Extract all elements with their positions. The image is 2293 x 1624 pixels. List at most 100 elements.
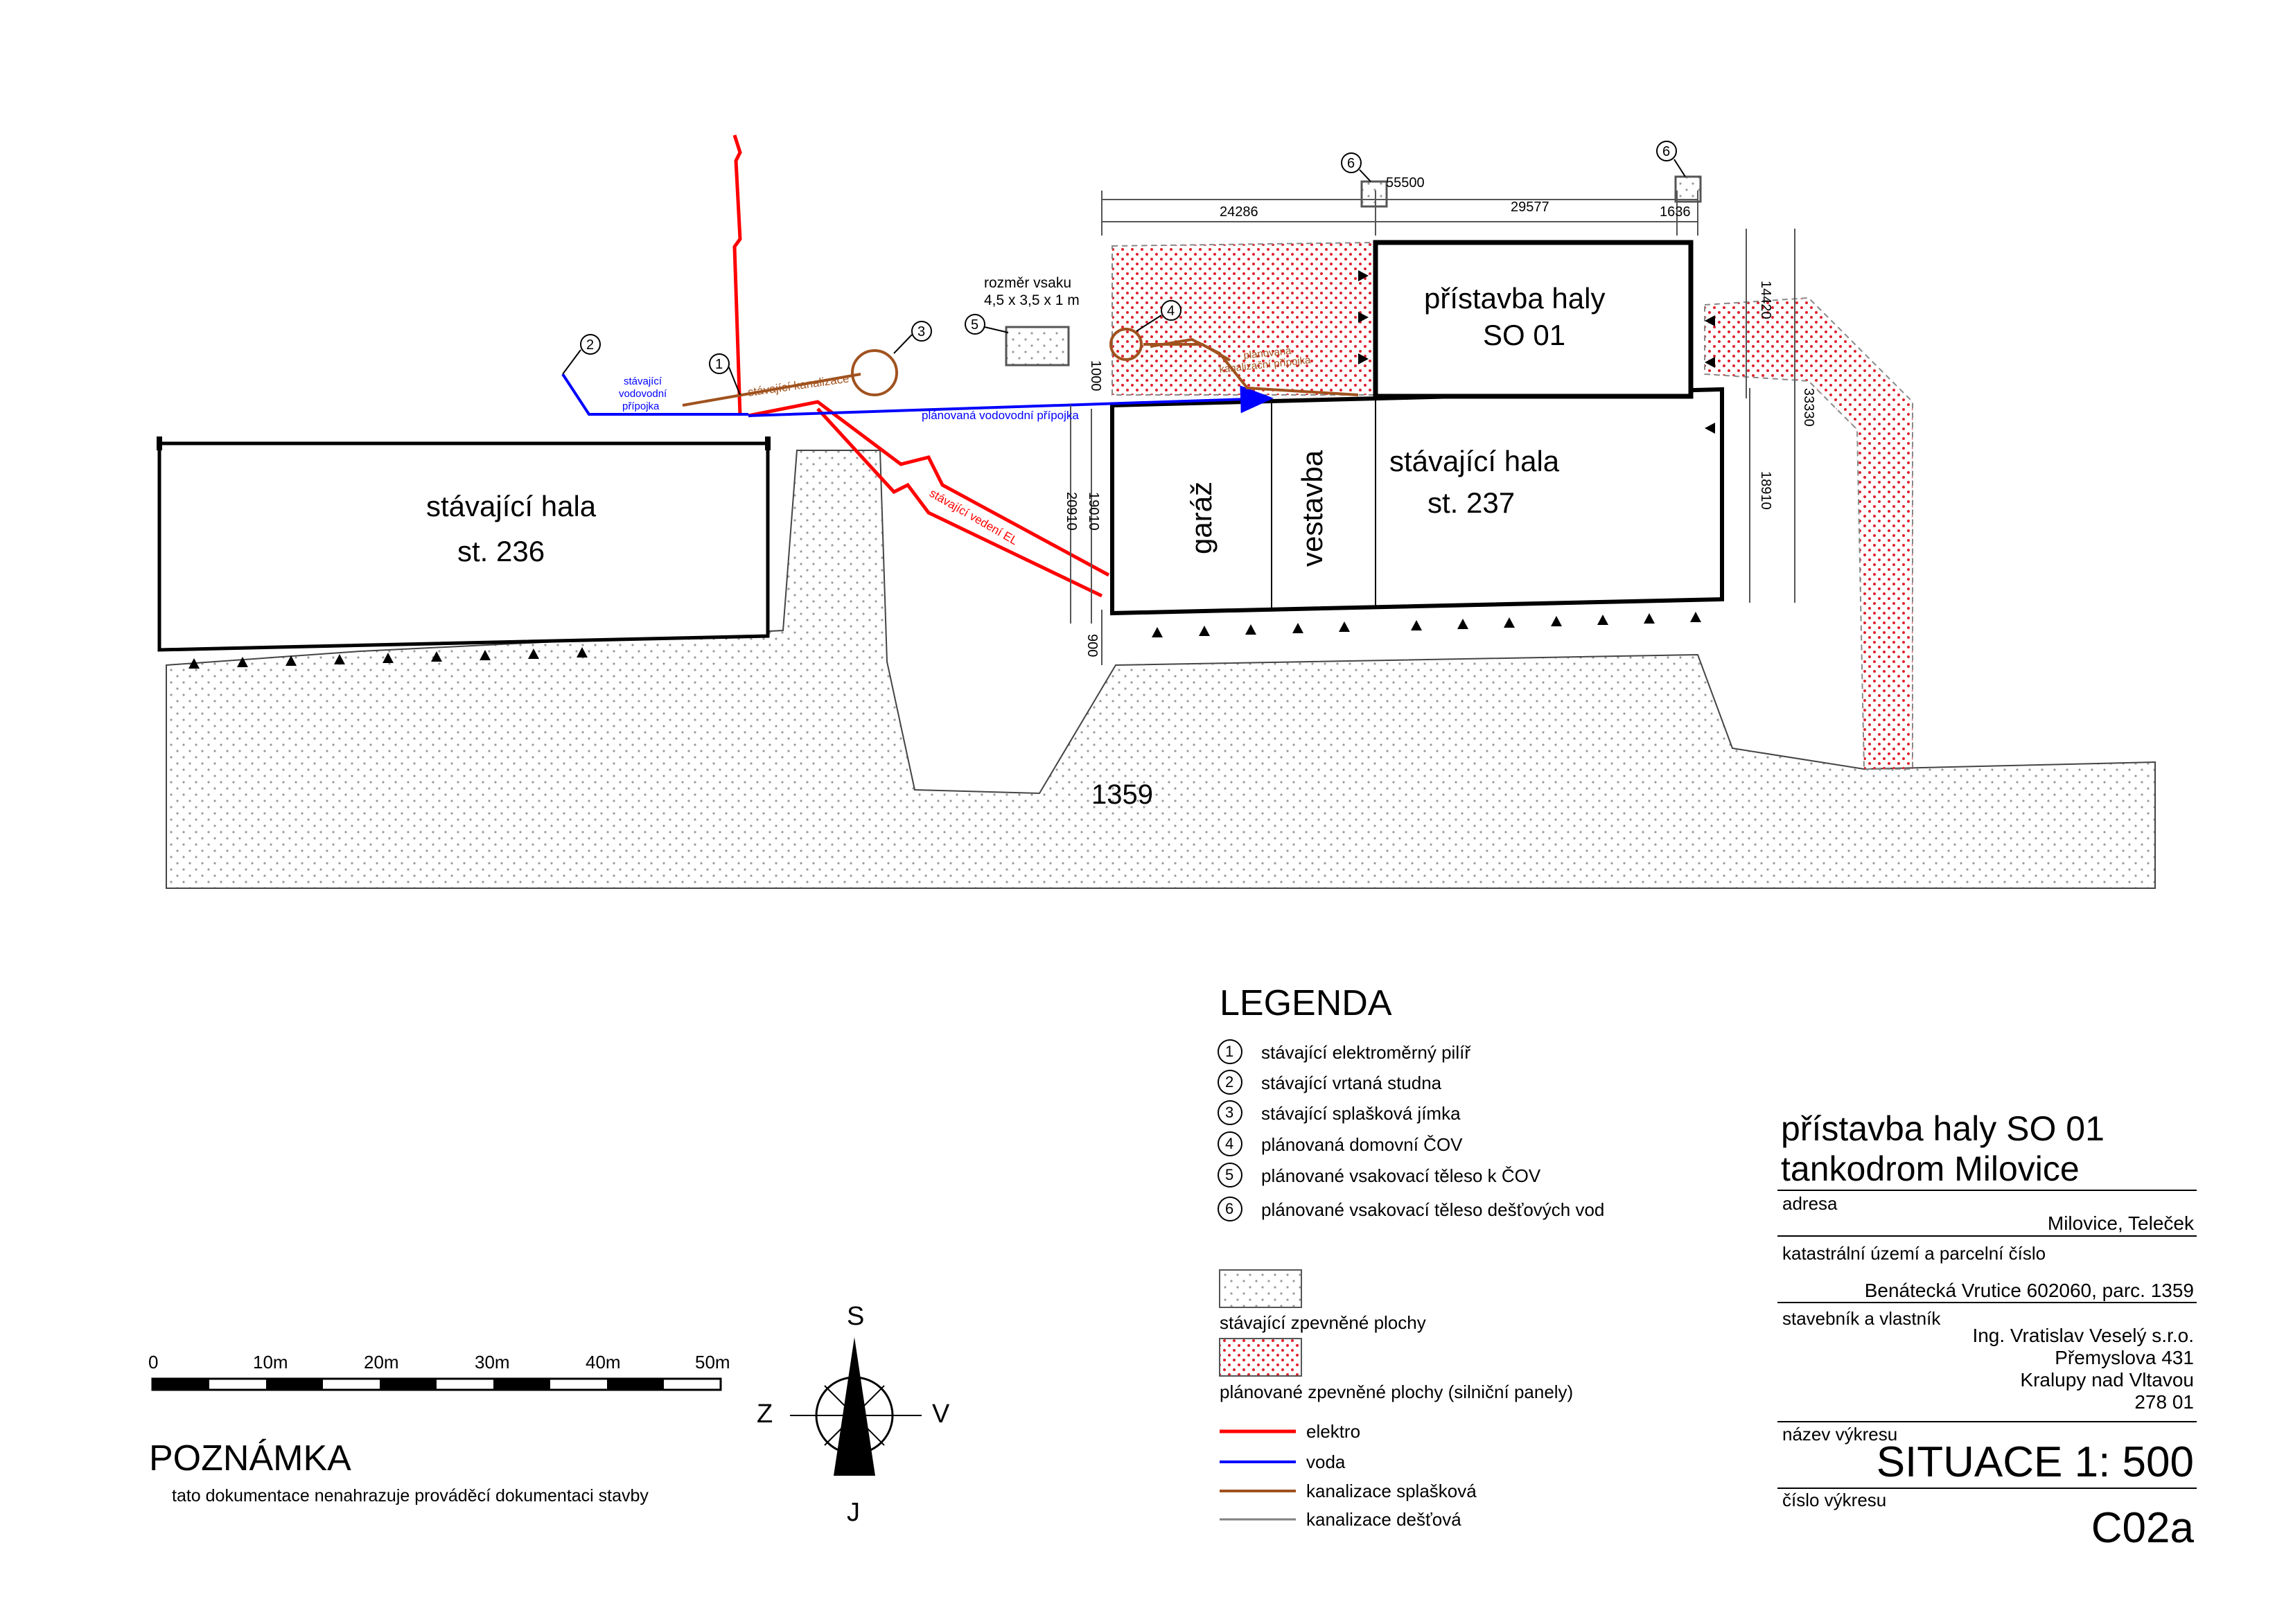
project-title-line1: přístavba haly SO 01 (1781, 1109, 2105, 1148)
scale-label-20: 20m (364, 1352, 399, 1373)
building-pristavba (1373, 240, 1694, 399)
legend-text-2: stávající vrtaná studna (1261, 1073, 1442, 1093)
dim-900: 900 (1084, 634, 1100, 657)
compass-west: Z (757, 1400, 773, 1429)
adresa-label: adresa (1782, 1193, 1838, 1214)
planned-paved-area-east (1704, 297, 1913, 770)
vodovod-label-2: vodovodní (619, 388, 667, 400)
cislo-label: číslo výkresu (1782, 1490, 1887, 1510)
legend-text-4: plánovaná domovní ČOV (1261, 1134, 1463, 1155)
stavajici-kanalizace-label: stávající kanalizace (747, 372, 850, 399)
adresa-value: Milovice, Teleček (2047, 1212, 2194, 1234)
scale-bar (151, 1377, 722, 1391)
scale-label-0: 0 (148, 1352, 158, 1373)
nazev-value: SITUACE 1: 500 (1876, 1438, 2194, 1486)
katastr-label: katastrální území a parcelní číslo (1782, 1243, 2046, 1264)
note-title: POZNÁMKA (149, 1438, 351, 1479)
nazev-label: název výkresu (1782, 1424, 1898, 1445)
title-block-lines (1777, 1190, 2197, 1489)
legend-hatch-planned (1219, 1338, 1302, 1377)
legend-num-3: 3 (1225, 1104, 1233, 1121)
dim-29577: 29577 (1511, 200, 1549, 215)
dim-18910: 18910 (1758, 471, 1773, 510)
scale-label-40: 40m (586, 1352, 621, 1373)
planovana-vodovodni-label: plánovaná vodovodní přípojka (922, 409, 1079, 422)
hala236-label1: stávající hala (426, 490, 597, 522)
stavebnik-label: stavebník a vlastník (1782, 1308, 1941, 1329)
jimka-circle (851, 349, 898, 396)
legend-hatch-existing-label: stávající zpevněné plochy (1220, 1312, 1426, 1333)
dim-1636: 1636 (1660, 204, 1691, 220)
voda-lines (561, 373, 1274, 417)
legend-text-5: plánované vsakovací těleso k ČOV (1261, 1165, 1541, 1186)
garaz-label: garáž (1185, 482, 1218, 554)
vsak-box (1005, 326, 1070, 367)
legend-num-4: 4 (1225, 1135, 1233, 1152)
rozmer-vsaku-2: 4,5 x 3,5 x 1 m (984, 292, 1080, 308)
compass-east: V (932, 1400, 950, 1429)
dimension-lines (1070, 191, 1795, 665)
legend-num-1: 1 (1225, 1043, 1233, 1060)
scale-label-50: 50m (695, 1352, 730, 1373)
cislo-value: C02a (2091, 1504, 2194, 1552)
existing-paved-area (166, 450, 2156, 889)
kanalizace-lines (682, 337, 1359, 407)
vestavba-label: vestavba (1296, 450, 1328, 567)
legend-num-5: 5 (1225, 1166, 1233, 1183)
dim-14420: 14420 (1758, 281, 1773, 319)
hala236-label2: st. 236 (457, 535, 545, 567)
compass (790, 1337, 922, 1476)
legend-number-circles (1218, 1039, 1242, 1221)
dim-19010: 19010 (1086, 492, 1101, 531)
legend-line-splaskova: kanalizace splašková (1306, 1481, 1477, 1501)
note-text: tato dokumentace nenahrazuje prováděcí d… (172, 1486, 649, 1506)
stavebnik-line2: Přemyslova 431 (2055, 1347, 2194, 1368)
compass-north: S (847, 1302, 864, 1331)
legend-title: LEGENDA (1220, 983, 1392, 1023)
pristavba-label2: SO 01 (1483, 319, 1565, 351)
vodovod-label-1: stávající (624, 376, 662, 387)
cov-circle (1109, 328, 1143, 361)
marker-3: 3 (917, 324, 925, 339)
rozmer-vsaku-1: rozměr vsaku (984, 275, 1071, 291)
vodovod-label-3: přípojka (622, 400, 660, 412)
katastr-value: Benátecká Vrutice 602060, parc. 1359 (1864, 1280, 2194, 1301)
legend-num-2: 2 (1225, 1073, 1233, 1091)
legend-line-voda: voda (1306, 1451, 1346, 1472)
project-title-line2: tankodrom Milovice (1781, 1149, 2080, 1188)
marker-2: 2 (586, 337, 594, 353)
legend-text-6: plánované vsakovací těleso dešťových vod (1261, 1199, 1604, 1220)
marker-5: 5 (971, 317, 978, 333)
legend-text-3: stávající splašková jímka (1261, 1103, 1461, 1124)
legend-num-6: 6 (1225, 1200, 1233, 1217)
pristavba-label1: přístavba haly (1424, 282, 1605, 315)
scale-label-30: 30m (475, 1352, 510, 1373)
stavebnik-line3: Kralupy nad Vltavou (2020, 1369, 2194, 1391)
elektro-lines (732, 134, 1110, 598)
marker-1: 1 (715, 357, 723, 372)
compass-south: J (847, 1498, 860, 1527)
hala237-label2: st. 237 (1427, 486, 1515, 519)
dim-55500: 55500 (1386, 175, 1425, 191)
hala237-label1: stávající hala (1389, 445, 1560, 477)
marker-6b: 6 (1662, 144, 1670, 159)
scale-label-10: 10m (253, 1352, 288, 1373)
stavebnik-line1: Ing. Vratislav Veselý s.r.o. (1972, 1325, 2194, 1346)
marker-4: 4 (1167, 303, 1175, 319)
dim-20910: 20910 (1064, 492, 1079, 531)
dim-1000: 1000 (1088, 360, 1103, 391)
access-triangles (188, 270, 1715, 669)
stavebnik-line4: 278 01 (2134, 1391, 2194, 1413)
parcel-number: 1359 (1091, 779, 1153, 810)
legend-line-elektro: elektro (1306, 1421, 1360, 1442)
dim-33330: 33330 (1801, 388, 1816, 427)
legend-text-1: stávající elektroměrný pilíř (1261, 1042, 1471, 1063)
legend-line-destova: kanalizace dešťová (1306, 1509, 1461, 1530)
dim-24286: 24286 (1220, 204, 1258, 220)
legend-hatch-planned-label: plánované zpevněné plochy (silniční pane… (1220, 1382, 1573, 1402)
marker-6a: 6 (1347, 156, 1355, 171)
legend-hatch-existing (1219, 1269, 1302, 1308)
building-st-236 (157, 441, 770, 652)
